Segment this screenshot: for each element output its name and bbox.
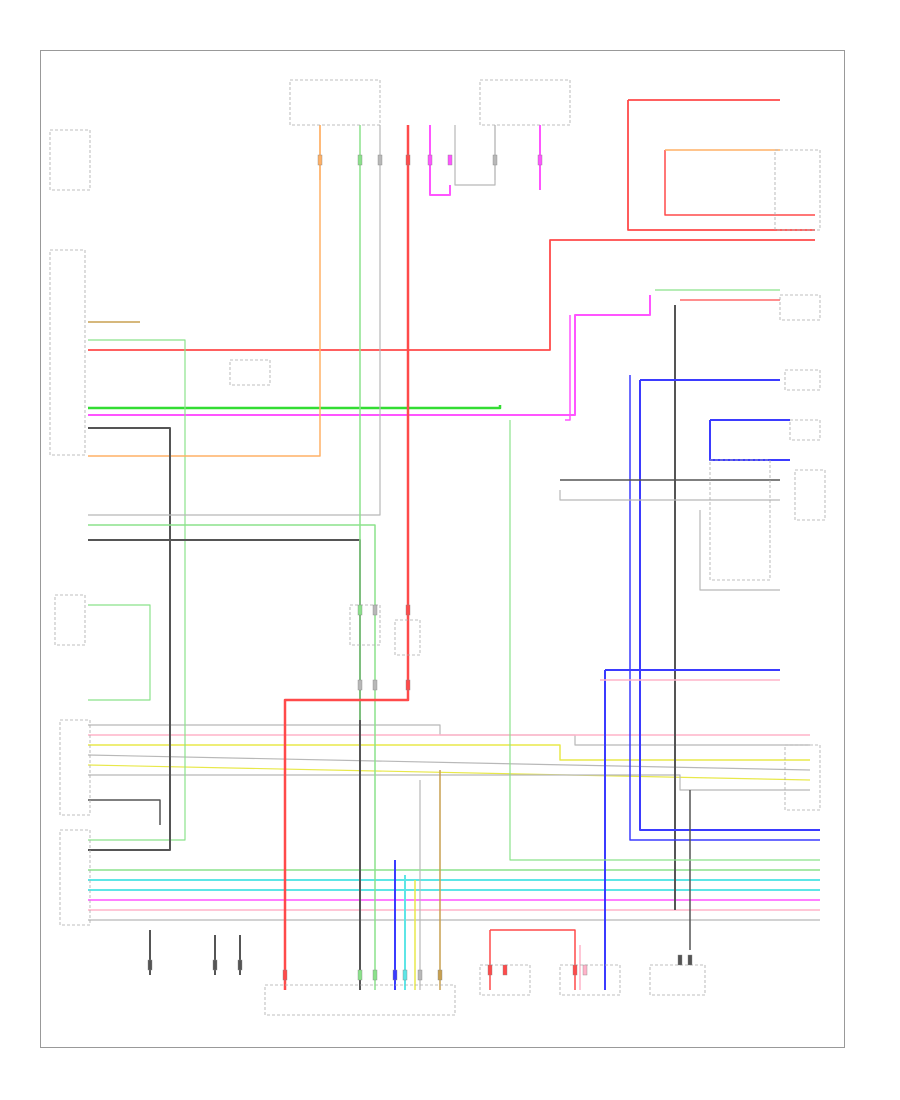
wire-red [88,239,815,351]
connector-pin [357,154,363,166]
connector-pin [427,154,433,166]
connector-pin [317,154,323,166]
component-box [479,79,571,126]
wire-bright-green [88,405,502,410]
component-box [649,964,706,996]
component-box [789,419,821,441]
component-box [784,369,821,391]
component-box [264,984,456,1016]
connector-pin [357,604,363,616]
connector-pin [405,604,411,616]
wire-dark-gray [88,539,361,990]
component-layer [49,79,826,1016]
connector-pin [437,969,443,981]
connector-pin [392,969,398,981]
component-box [779,294,821,321]
wire-green [88,604,151,701]
wire-magenta [565,315,571,421]
wire-green [88,339,186,841]
connector-pin [447,154,453,166]
connector-pin [405,154,411,166]
wire-gray [88,125,381,516]
connector-pin [212,959,218,971]
component-box [349,604,381,646]
connector-pin [492,154,498,166]
connector-pin [405,679,411,691]
wire-gray [559,490,780,501]
connector-pin [147,959,153,971]
connector-pin [357,969,363,981]
connector-pin [377,154,383,166]
connector-pin [487,964,493,976]
wire-blue [639,380,820,831]
wire-blue [709,420,790,461]
connector-pin [402,969,408,981]
component-box [229,359,271,386]
connector-pin [582,964,588,976]
component-box [394,619,421,656]
component-box [289,79,381,126]
component-box [54,594,86,646]
component-box [559,964,621,996]
connector-pin [572,964,578,976]
component-box [794,469,826,521]
component-box [709,459,771,581]
wire-yellow [88,744,810,761]
component-box [784,744,821,811]
wire-dark-gray [88,799,161,825]
wire-gray [88,774,810,791]
wire-gray [454,125,496,186]
connector-pin [687,954,693,966]
connector-pin [282,969,288,981]
component-box [59,829,91,926]
wire-dark-gray [88,427,171,851]
wire-yellow [87,764,811,781]
terminal-layer [147,154,693,981]
component-box [49,129,91,191]
wire-orange [88,125,321,457]
wire-gray [699,510,780,591]
wire-red [490,929,576,990]
wire-red [664,150,815,216]
wire-magenta [88,295,651,416]
connector-pin [237,959,243,971]
wire-green [509,420,820,861]
wire-red [627,100,815,231]
diagram-frame [40,50,845,1048]
wire-magenta [429,125,451,196]
wire-green [88,524,376,990]
connector-pin [537,154,543,166]
connector-pin [502,964,508,976]
connector-pin [357,679,363,691]
component-box [59,719,91,816]
wire-blue [629,375,820,841]
connector-pin [372,679,378,691]
wire-layer [87,99,820,990]
component-box [49,249,86,456]
wire-gray [87,754,811,771]
wire-red [283,125,410,990]
connector-pin [372,969,378,981]
component-box [774,149,821,231]
connector-pin [677,954,683,966]
connector-pin [417,969,423,981]
connector-pin [372,604,378,616]
